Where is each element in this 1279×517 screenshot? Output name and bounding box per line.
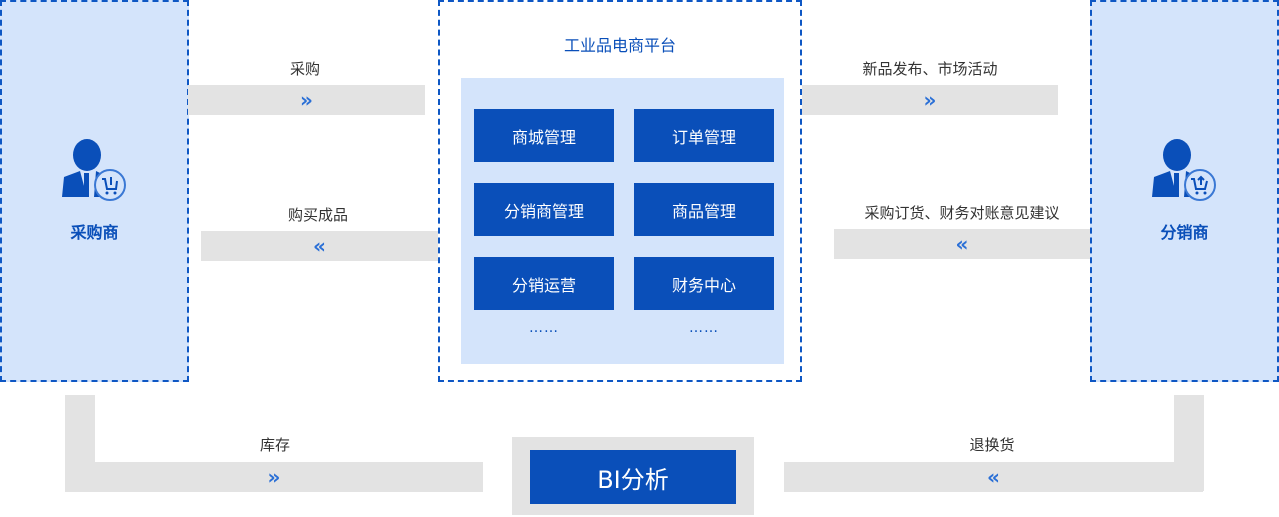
buyer-box: 采购商	[0, 0, 189, 382]
flow-arrow-purchase: »	[188, 85, 425, 115]
distributor-box: 分销商	[1090, 0, 1279, 382]
flow-label-buy-products: 购买成品	[287, 206, 349, 224]
platform-title: 工业品电商平台	[563, 36, 676, 55]
more-dots: ……	[529, 320, 559, 336]
flow-arrow-buy-products: «	[201, 231, 438, 261]
module-finance[interactable]: 财务中心	[634, 257, 774, 310]
module-mall[interactable]: 商城管理	[474, 109, 614, 162]
module-distribution-ops[interactable]: 分销运营	[474, 257, 614, 310]
module-orders[interactable]: 订单管理	[634, 109, 774, 162]
module-distributors[interactable]: 分销商管理	[474, 183, 614, 236]
flow-arrow-orders-finance: «	[834, 229, 1090, 259]
bi-analysis-button[interactable]: BI分析	[530, 450, 736, 504]
flow-arrow-new-products: »	[802, 85, 1058, 115]
distributor-cart-icon	[1151, 139, 1216, 201]
flow-label-orders-finance: 采购订货、财务对账意见建议	[864, 204, 1060, 222]
flow-label-new-products: 新品发布、市场活动	[862, 60, 998, 78]
distributor-label: 分销商	[1160, 223, 1209, 242]
bi-box: BI分析	[512, 437, 754, 515]
platform-box: 工业品电商平台 商城管理 订单管理 分销商管理 商品管理 分销运营 财务中心 ……	[438, 0, 802, 382]
modules-panel: 商城管理 订单管理 分销商管理 商品管理 分销运营 财务中心 …… ……	[461, 78, 784, 364]
buyer-cart-icon	[61, 139, 126, 201]
flow-label-purchase: 采购	[289, 60, 321, 78]
flow-arrow-inventory: »	[65, 462, 483, 492]
buyer-label: 采购商	[70, 223, 119, 242]
flow-label-inventory: 库存	[259, 436, 291, 454]
flow-label-returns: 退换货	[969, 436, 1015, 454]
flow-arrow-returns: «	[784, 462, 1203, 492]
module-products[interactable]: 商品管理	[634, 183, 774, 236]
more-dots: ……	[689, 320, 719, 336]
